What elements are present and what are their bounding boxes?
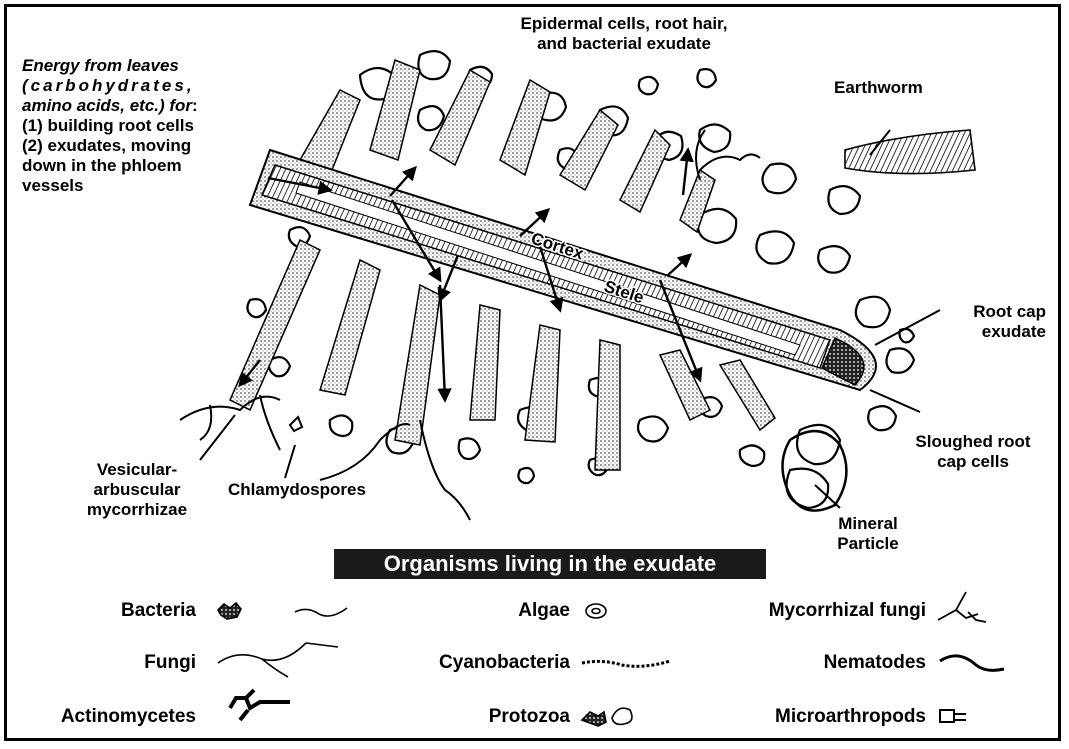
organism-nematodes: Nematodes — [700, 652, 926, 674]
organism-algae: Algae — [440, 600, 570, 622]
organisms-banner: Organisms living in the exudate — [334, 549, 766, 579]
label-root-cap-exudate: Root cap exudate — [930, 302, 1046, 342]
organism-cyanobacteria: Cyanobacteria — [380, 652, 570, 674]
organism-bacteria: Bacteria — [80, 600, 196, 622]
label-earthworm: Earthworm — [834, 78, 923, 98]
protozoa-icon — [582, 708, 632, 726]
nematodes-icon — [940, 656, 1004, 670]
label-epidermal-cells: Epidermal cells, root hair, and bacteria… — [492, 14, 756, 54]
organism-actinomycetes: Actinomycetes — [20, 706, 196, 728]
label-mineral-particle: Mineral Particle — [820, 514, 916, 554]
bacteria-icon — [218, 603, 347, 619]
organism-microarthropods: Microarthropods — [700, 706, 926, 728]
organism-mycorrhizal-fungi: Mycorrhizal fungi — [700, 600, 926, 622]
actinomycetes-icon — [230, 690, 290, 720]
organism-protozoa: Protozoa — [420, 706, 570, 728]
mycorrhizal-fungi-icon — [938, 592, 986, 622]
earthworm — [845, 130, 975, 174]
fungi-icon — [218, 643, 338, 677]
microarthropods-icon — [940, 710, 966, 722]
label-vesicular-arbuscular-mycorrhizae: Vesicular- arbuscular mycorrhizae — [62, 460, 212, 520]
label-sloughed-root-cap-cells: Sloughed root cap cells — [898, 432, 1048, 472]
cyanobacteria-icon — [582, 661, 670, 666]
label-energy-uses: (1) building root cells (2) exudates, mo… — [22, 116, 282, 196]
label-chlamydospores: Chlamydospores — [228, 480, 366, 500]
label-energy-from-leaves: Energy from leaves (carbohydrates, amino… — [22, 56, 292, 116]
organism-fungi: Fungi — [80, 652, 196, 674]
algae-icon — [586, 604, 606, 618]
